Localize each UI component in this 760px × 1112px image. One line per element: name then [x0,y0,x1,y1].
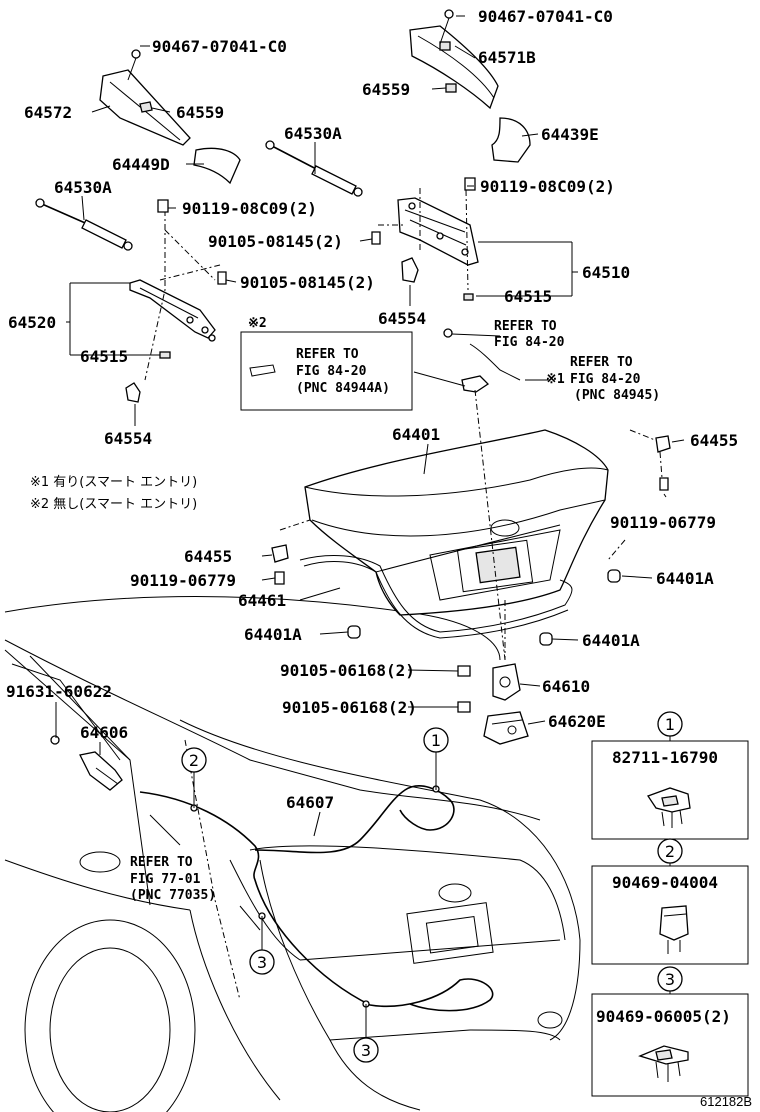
clip-part-2: 90469-04004 [612,873,718,892]
label-64620E: 64620E [548,712,606,731]
lock-assemblies [249,328,529,745]
ref-box-line1: REFER TO [296,347,359,362]
label-64572: 64572 [24,103,72,122]
ref-left-line3: (PNC 77035) [130,888,216,903]
label-64401A-right: 64401A [656,569,714,588]
label-64455-right: 64455 [690,431,738,450]
label-90467-top: 90467-07041-C0 [478,7,613,26]
label-64515-right: 64515 [504,287,552,306]
label-90105-08145-right: 90105-08145(2) [208,232,343,251]
label-90119-06779-left: 90119-06779 [130,571,236,590]
stays [35,140,363,251]
clip-boxes [591,736,749,1097]
ref-right-line2: FIG 84-20 [570,372,641,387]
label-90105-06168-b: 90105-06168(2) [282,698,417,717]
reference-notes: ※2 REFER TO FIG 84-20 (PNC 84944A) REFER… [30,316,660,903]
trunk-lid [299,429,609,639]
small-parts [50,177,671,1012]
label-64455-left: 64455 [184,547,232,566]
ref-right-mark: ※1 [546,372,565,387]
callout-3-lower: 3 [361,1041,371,1060]
hinge-right [378,188,479,301]
label-90119-06779-right: 90119-06779 [610,513,716,532]
ref-box-frame [240,331,413,411]
label-64554-left: 64554 [104,429,152,448]
label-64571B: 64571B [478,48,536,67]
callout-1: 1 [431,731,441,750]
label-64530A-left: 64530A [54,178,112,197]
label-64439E: 64439E [541,125,599,144]
car-body [4,596,581,1112]
label-64554-right: 64554 [378,309,426,328]
label-64461: 64461 [238,591,286,610]
label-64515-left: 64515 [80,347,128,366]
callout-numbers: 1 2 3 1 2 3 3 [189,715,675,1060]
clip-part-numbers: 82711-16790 90469-04004 90469-06005(2) [596,748,731,1026]
ref-left-line2: FIG 77-01 [130,872,201,887]
ref-top-line1: REFER TO [494,319,557,334]
note-with-smart-entry: ※1 有り(スマート エントリ) [30,475,197,490]
label-64401A-bottom: 64401A [582,631,640,650]
ref-box-line3: (PNC 84944A) [296,381,390,396]
part-labels: 90467-07041-C0 90467-07041-C0 64571B 645… [6,7,738,812]
ref-right-line3: (PNC 84945) [574,388,660,403]
label-90119-08C09-right: 90119-08C09(2) [480,177,615,196]
label-90467-left: 90467-07041-C0 [152,37,287,56]
label-90105-08145-left: 90105-08145(2) [240,273,375,292]
callout-2: 2 [189,751,199,770]
label-64607: 64607 [286,793,334,812]
note2-mark: ※2 [248,316,267,331]
clip-part-1: 82711-16790 [612,748,718,767]
label-64401A-left: 64401A [244,625,302,644]
label-64559-right: 64559 [362,80,410,99]
diagram-id: 612182B [700,1094,752,1109]
label-64610: 64610 [542,677,590,696]
covers [99,9,531,185]
clip-mark-3: 3 [665,970,675,989]
ref-left-line1: REFER TO [130,855,193,870]
clip-part-3: 90469-06005(2) [596,1007,731,1026]
hinge-left [125,210,221,403]
label-64449D: 64449D [112,155,170,174]
label-64401: 64401 [392,425,440,444]
label-64520: 64520 [8,313,56,332]
label-64559-left: 64559 [176,103,224,122]
callout-3-upper: 3 [257,953,267,972]
note-without-smart-entry: ※2 無し(スマート エントリ) [30,497,197,512]
label-64530A-top: 64530A [284,124,342,143]
label-91631: 91631-60622 [6,682,112,701]
label-64606: 64606 [80,723,128,742]
clip-mark-1: 1 [665,715,675,734]
label-90119-08C09-left: 90119-08C09(2) [182,199,317,218]
label-90105-06168-a: 90105-06168(2) [280,661,415,680]
ref-top-line2: FIG 84-20 [494,335,565,350]
callout-circles [181,711,683,1063]
label-64510: 64510 [582,263,630,282]
clip-mark-2: 2 [665,842,675,861]
leader-lines [55,15,685,1038]
ref-box-line2: FIG 84-20 [296,364,367,379]
ref-right-line1: REFER TO [570,355,633,370]
